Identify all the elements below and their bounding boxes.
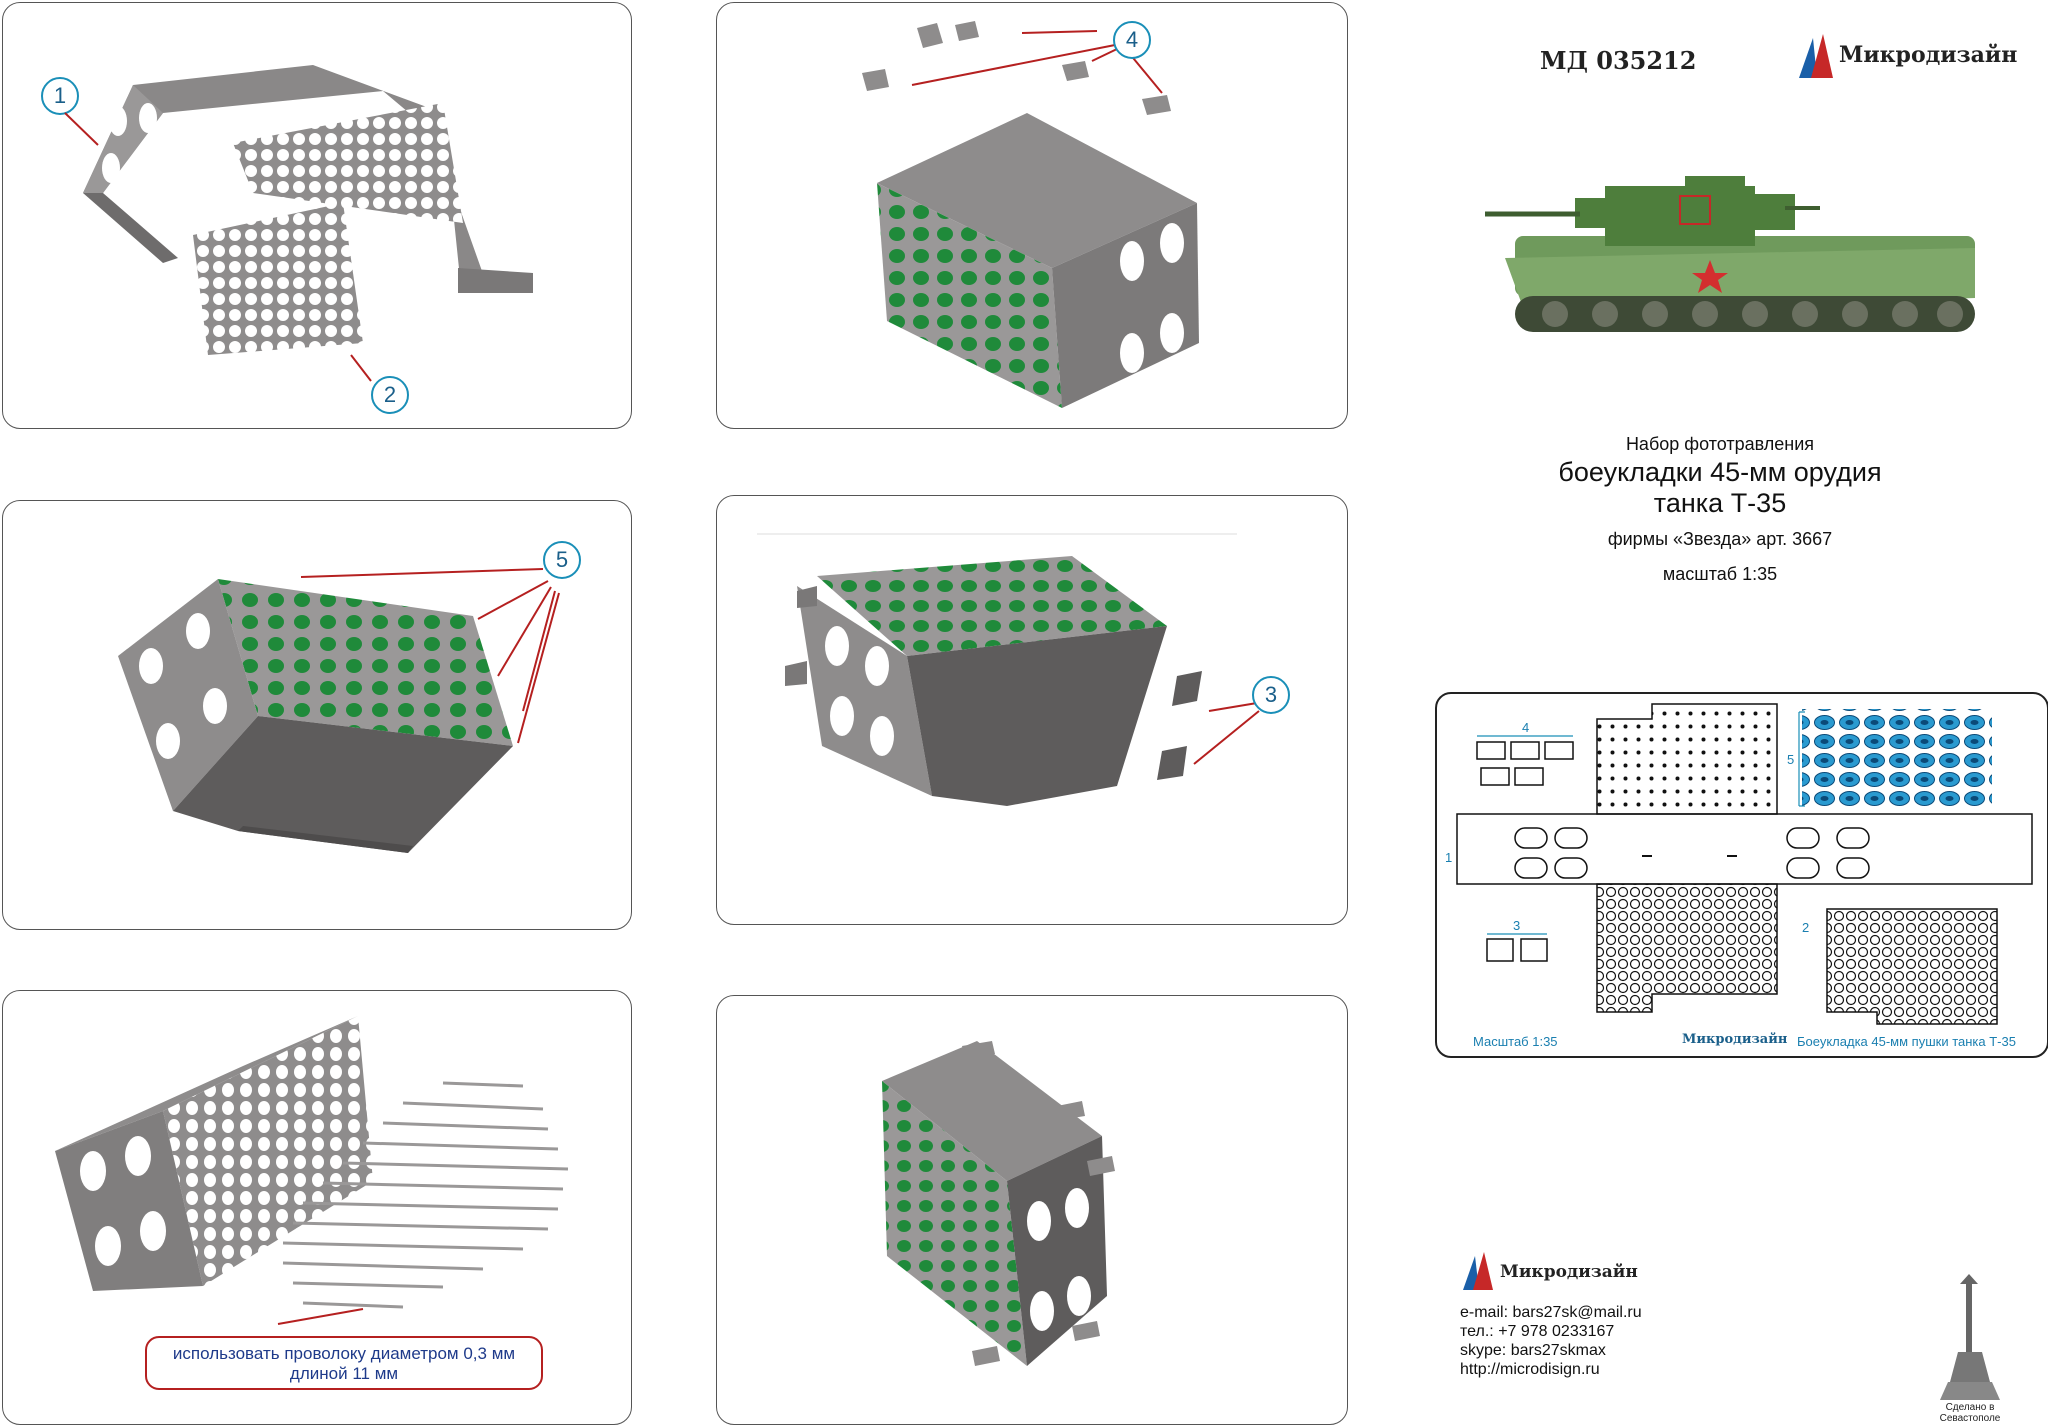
contact-email: e-mail: bars27sk@mail.ru xyxy=(1460,1304,1642,1321)
rack-assembled-illustration xyxy=(757,533,1260,806)
fret-layout-drawing xyxy=(1456,703,2033,1025)
rack-final-illustration xyxy=(882,1041,1115,1366)
callout-4: 4 xyxy=(1113,21,1151,59)
tank-illustration xyxy=(1485,138,1995,343)
callout-3: 3 xyxy=(1252,676,1290,714)
monument-icon xyxy=(1940,1274,2000,1400)
callout-5: 5 xyxy=(543,541,581,579)
tank-t35-image xyxy=(1485,138,1995,343)
fret-label-1: 1 xyxy=(1445,850,1453,865)
callout-2: 2 xyxy=(371,376,409,414)
contact-skype: skype: bars27skmax xyxy=(1460,1342,1606,1359)
rack-box-illustration xyxy=(862,21,1199,408)
fret-label-3: 3 xyxy=(1513,918,1521,933)
logo-triangles-icon-2 xyxy=(1463,1252,1493,1290)
step-panel-6 xyxy=(716,995,1348,1425)
title-line5: масштаб 1:35 xyxy=(1662,564,1778,584)
monument-logo: Сделано в Севастополе xyxy=(1920,1272,2020,1424)
rack-shells-illustration xyxy=(118,579,513,853)
step-panel-4: 3 xyxy=(716,495,1348,925)
fret-scale: Масштаб 1:35 xyxy=(1473,1034,1558,1049)
wire-note-line2: длиной 11 мм xyxy=(289,1364,399,1383)
rack-wires-illustration xyxy=(55,1016,569,1325)
fret-brand: Микродизайн xyxy=(1682,1032,1788,1047)
step-panel-5: использовать проволоку диаметром 0,3 мм … xyxy=(2,990,632,1425)
logo-triangles-icon xyxy=(1799,34,1833,78)
step-panel-1: 1 2 xyxy=(2,2,632,429)
brand-name: Микродизайн xyxy=(1839,42,2018,68)
contact-brand-name: Микродизайн xyxy=(1500,1262,1638,1282)
fret-label-2: 2 xyxy=(1802,920,1810,935)
made-in-label: Сделано в Севастополе xyxy=(1939,1402,2001,1424)
step-panel-3: 5 xyxy=(2,500,632,930)
title-line1: Набор фототравления xyxy=(1625,434,1815,454)
article-number: МД 035212 xyxy=(1540,46,1697,75)
contact-phone: тел.: +7 978 0233167 xyxy=(1460,1323,1615,1340)
title-line2: боеукладки 45-мм орудия xyxy=(1558,457,1882,487)
rack-frame-illustration xyxy=(83,65,533,355)
contact-web: http://microdisign.ru xyxy=(1460,1361,1600,1378)
step-panel-2: 4 xyxy=(716,2,1348,429)
contact-logo: Микродизайн xyxy=(1460,1248,1660,1292)
kit-title: Набор фототравления боеукладки 45-мм ору… xyxy=(1500,434,1940,585)
fret-label-5: 5 xyxy=(1787,752,1795,767)
fret-label-4: 4 xyxy=(1522,720,1530,735)
brand-logo: Микродизайн xyxy=(1795,30,2017,80)
title-line4: фирмы «Звезда» арт. 3667 xyxy=(1607,529,1833,549)
wire-note: использовать проволоку диаметром 0,3 мм … xyxy=(145,1336,543,1390)
wire-note-line1: использовать проволоку диаметром 0,3 мм xyxy=(172,1344,516,1363)
callout-1: 1 xyxy=(41,77,79,115)
fret-name: Боеукладка 45-мм пушки танка Т-35 xyxy=(1797,1034,2016,1049)
title-line3: танка Т-35 xyxy=(1653,488,1787,518)
contact-block: e-mail: bars27sk@mail.ru тел.: +7 978 02… xyxy=(1460,1303,1642,1379)
fret-sheet: 4 5 1 3 2 Масштаб 1:35 Микродизайн Боеук… xyxy=(1435,692,2048,1058)
